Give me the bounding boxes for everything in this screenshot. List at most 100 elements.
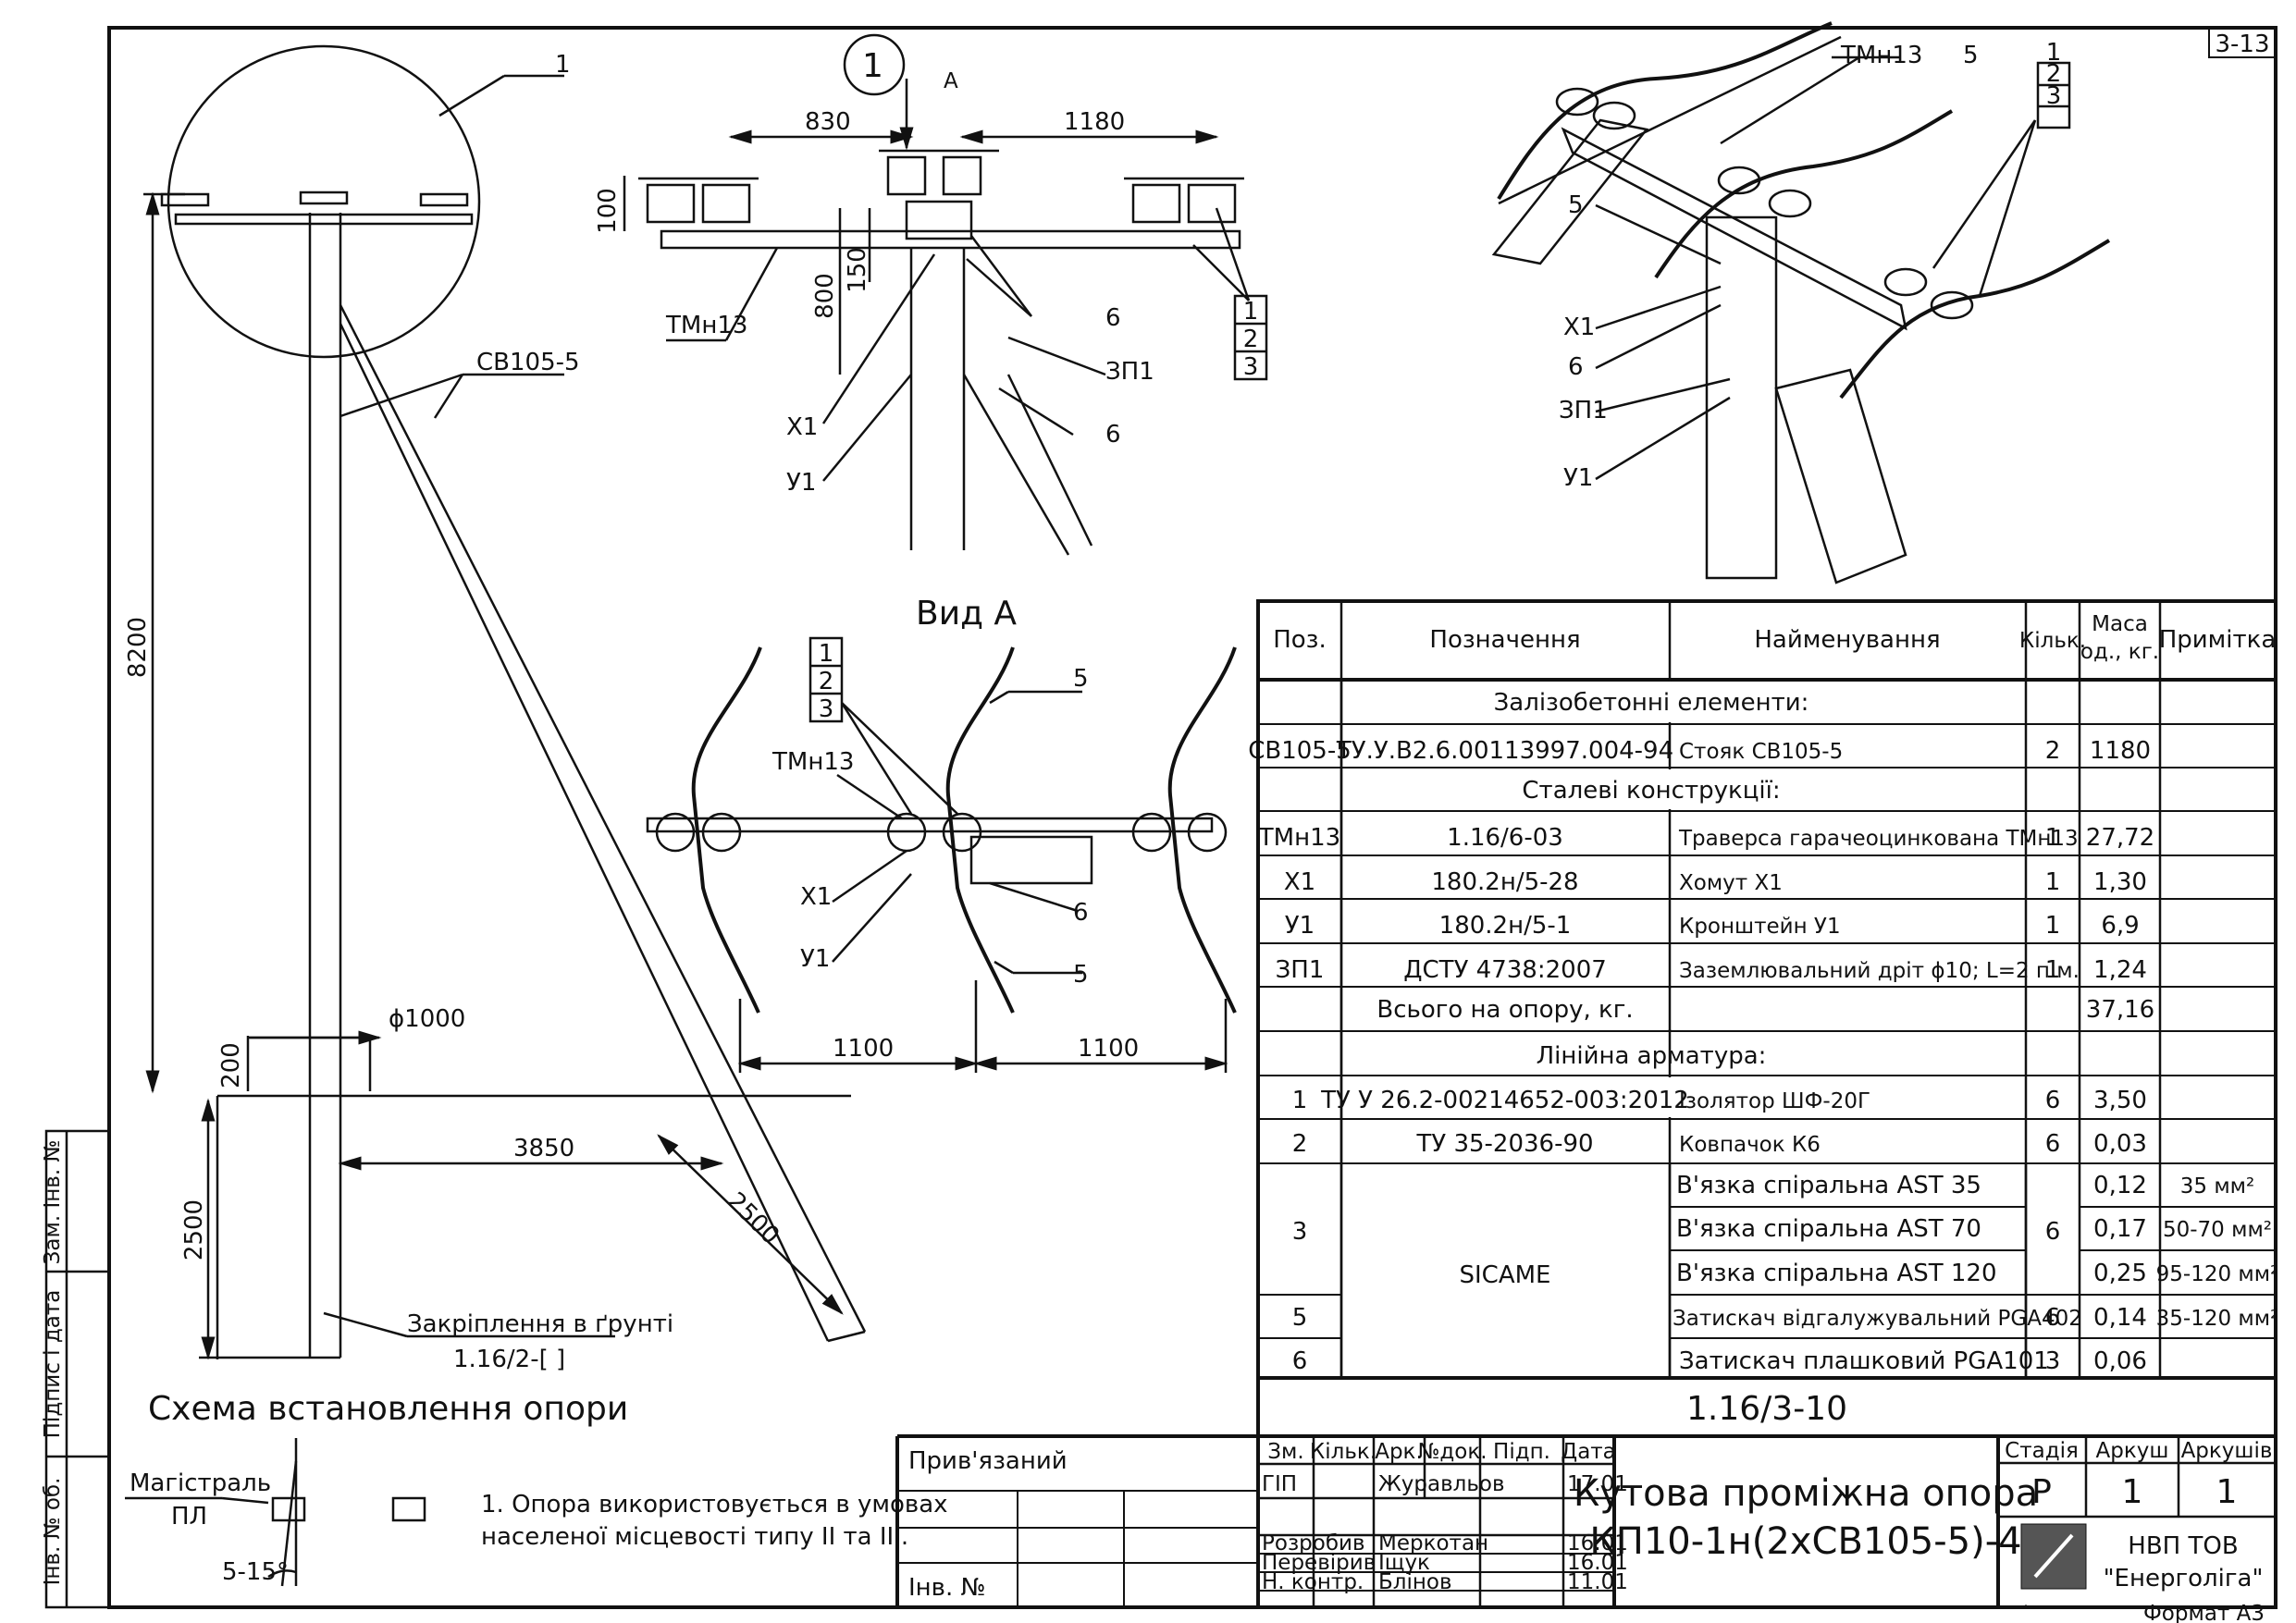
spec-g3-mass-1: 0,17	[2093, 1215, 2147, 1243]
spec-row-qty: 2	[2045, 737, 2061, 765]
tb-h-dok: №док.	[1417, 1440, 1487, 1464]
detail-c6a: 6	[1105, 304, 1121, 332]
spec-g3-name-1: В'язка спіральна AST 70	[1676, 1215, 1981, 1243]
left-strip	[44, 1129, 111, 1609]
spec-row-mass: 6,9	[2101, 912, 2139, 940]
pole-dim-diam: ϕ1000	[389, 1005, 465, 1033]
corner-code: 3-13	[2215, 31, 2269, 58]
detail-stack-1: 1	[1243, 298, 1259, 326]
detail-1-drawing	[623, 33, 1268, 556]
spec-h-qty: Кільк.	[2019, 629, 2086, 653]
stage-header: Стадія	[2005, 1439, 2079, 1463]
detail-dim-830: 830	[805, 108, 851, 136]
spec-h-mass: Маса од., кг.	[2080, 612, 2160, 664]
spec-row-name: Ковпачок К6	[1679, 1133, 1821, 1157]
detail-dim-800: 800	[811, 273, 839, 319]
detail-x1: Х1	[786, 413, 818, 441]
iso-x1: Х1	[1563, 314, 1595, 341]
spec-merged-borders	[1339, 680, 2028, 1378]
pole-callout-sv: СВ105-5	[476, 349, 580, 376]
viewa-c5b: 5	[1073, 961, 1089, 989]
spec-total-label: Всього на опору, кг.	[1376, 996, 1633, 1024]
spec-r6-name: Затискач плашковий PGA101	[1679, 1347, 2049, 1375]
pole-dim-height: 8200	[124, 617, 152, 678]
spec-r5-qty: 6	[2045, 1304, 2061, 1332]
spec-g3-name-2: В'язка спіральна AST 120	[1676, 1260, 1997, 1287]
detail-dim-150: 150	[844, 247, 871, 293]
spec-r6-pos: 6	[1292, 1347, 1308, 1375]
tb-h-date: Дата	[1561, 1440, 1616, 1464]
company-line2: "Енерголіга"	[2104, 1565, 2264, 1592]
inv-orig-label: Інв. № об.	[41, 1478, 65, 1586]
spec-g3-note-0: 35 мм²	[2180, 1174, 2255, 1199]
iso-c5top: 5	[1963, 42, 1979, 69]
spec-row-code: 180.2н/5-28	[1431, 868, 1578, 896]
tb-h-zm: Зм.	[1267, 1440, 1303, 1464]
spec-r6-qty: 3	[2045, 1347, 2061, 1375]
spec-row-name: Ізолятор ШФ-20Г	[1679, 1089, 1870, 1113]
note-line2: населеної місцевості типу ІІ та ІІІ.	[481, 1523, 908, 1551]
detail-arrow-a: А	[944, 69, 958, 93]
spec-section-fittings: Лінійна арматура:	[1537, 1042, 1767, 1070]
viewa-stack-1: 1	[819, 640, 834, 668]
scheme-title: Схема встановлення опори	[148, 1390, 628, 1428]
spec-row-name: Траверса гарачеоцинкована ТМн13	[1678, 827, 2079, 851]
person-name: Іщук	[1378, 1551, 1430, 1575]
viewa-stack-2: 2	[819, 668, 834, 695]
spec-h-note: Примітка	[2159, 626, 2277, 654]
spec-row-name: Хомут Х1	[1679, 871, 1783, 895]
spec-row-pos: ТМн13	[1258, 824, 1340, 852]
viewa-dim-right: 1100	[1078, 1035, 1139, 1063]
spec-row-mass: 27,72	[2086, 824, 2154, 852]
title-block-grid	[895, 1376, 2277, 1609]
detail-c6b: 6	[1105, 421, 1121, 449]
person-date: 11.01	[1567, 1570, 1628, 1594]
spec-g3-mass-2: 0,25	[2093, 1260, 2147, 1287]
person-name: Меркотан	[1378, 1531, 1488, 1555]
pole-dim-ground: 2500	[180, 1199, 208, 1260]
tied-label: Прив'язаний	[908, 1447, 1068, 1475]
spec-g3-mass-0: 0,12	[2093, 1172, 2147, 1199]
spec-row-mass: 0,03	[2093, 1130, 2147, 1158]
spec-section-steel: Сталеві конструкції:	[1522, 777, 1780, 805]
person-date: 16.01	[1567, 1551, 1628, 1575]
tb-h-pidp: Підп.	[1493, 1440, 1550, 1464]
spec-g3-name-0: В'язка спіральна AST 35	[1676, 1172, 1981, 1199]
iso-stack-3: 3	[2046, 82, 2062, 110]
viewa-dim-left: 1100	[833, 1035, 894, 1063]
stage-value: Р	[2031, 1473, 2052, 1511]
spec-row-mass: 3,50	[2093, 1087, 2147, 1114]
title-line1: Кутова проміжна опора	[1574, 1472, 2038, 1515]
iso-c5: 5	[1568, 191, 1584, 219]
pole-dim-pit: 200	[217, 1042, 245, 1088]
spec-r6-mass: 0,06	[2093, 1347, 2147, 1375]
detail-tmn: ТМн13	[665, 312, 747, 339]
spec-row-code: 180.2н/5-1	[1439, 912, 1572, 940]
spec-h-code: Позначення	[1429, 626, 1580, 654]
spec-row-pos: СВ105-5	[1248, 737, 1352, 765]
spec-row-code: ТУ У 26.2-00214652-003:2012	[1320, 1087, 1689, 1114]
spec-row-qty: 1	[2045, 824, 2061, 852]
note-line1: 1. Опора використовується в умовах	[481, 1491, 948, 1518]
iso-stack-1: 1	[2046, 39, 2062, 67]
spec-g3-qty: 6	[2045, 1218, 2061, 1246]
scheme-main-label: Магістраль	[130, 1469, 271, 1497]
sheet-header: Аркуш	[2096, 1439, 2169, 1463]
spec-r5-name: Затискач відгалужувальний PGA402	[1673, 1307, 2082, 1331]
detail-stack-2: 2	[1243, 326, 1259, 353]
detail-dim-100: 100	[594, 188, 622, 234]
iso-zp1: ЗП1	[1559, 397, 1608, 424]
spec-row-code: ДСТУ 4738:2007	[1403, 956, 1607, 984]
pole-dim-spread: 3850	[513, 1135, 574, 1162]
person-role: Перевірив	[1262, 1551, 1376, 1575]
viewa-c5a: 5	[1073, 665, 1089, 693]
view-a-title: Вид А	[916, 595, 1017, 633]
doc-code: 1.16/3-10	[1686, 1390, 1847, 1428]
anchoring-label: Закріплення в ґрунті	[407, 1310, 673, 1338]
isometric-drawing	[1491, 21, 2111, 584]
tb-h-kilk: Кільк.	[1310, 1440, 1376, 1464]
viewa-x1: Х1	[800, 883, 832, 911]
